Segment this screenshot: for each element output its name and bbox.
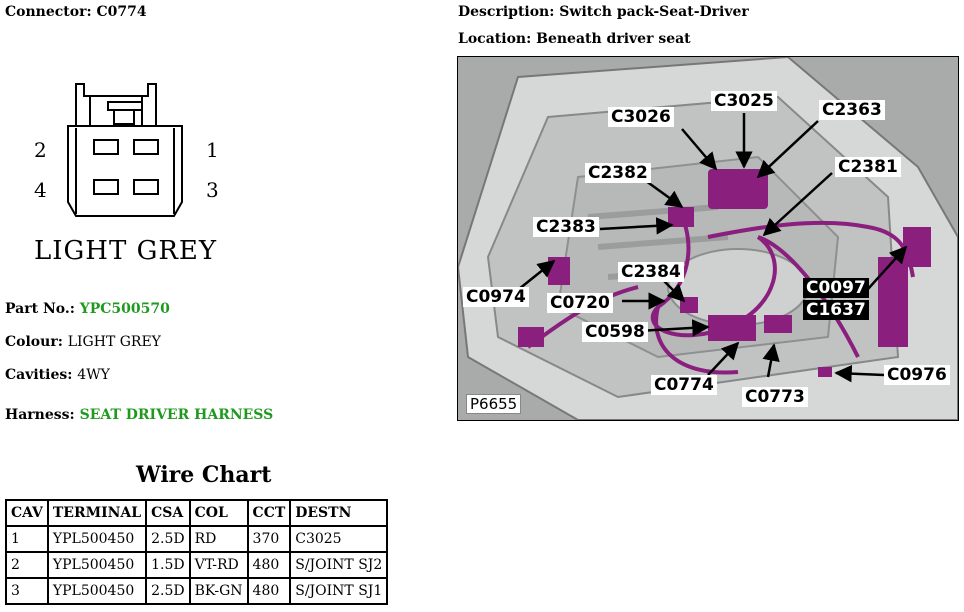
callout-c2382: C2382 [585,163,651,183]
pin-label-4: 4 [34,178,47,202]
table-cell: S/JOINT SJ2 [289,551,389,579]
description: Description: Switch pack-Seat-Driver [458,4,749,20]
table-row: 3 YPL500450 2.5D BK-GN 480 S/JOINT SJ1 [5,577,389,605]
table-cell: C3025 [289,525,389,553]
table-row: 2 YPL500450 1.5D VT-RD 480 S/JOINT SJ2 [5,551,389,579]
column-header: CCT [246,499,292,527]
location: Location: Beneath driver seat [458,31,691,47]
table-cell: 2 [5,551,49,579]
table-cell: 480 [246,577,292,605]
wire-chart-table: CAV TERMINAL CSA COL CCT DESTN 1 YPL5004… [5,499,389,605]
connector-id: Connector: C0774 [5,4,147,20]
callout-c0598: C0598 [582,322,648,342]
harness: Harness: SEAT DRIVER HARNESS [5,407,274,423]
pin-label-2: 2 [34,138,47,162]
callout-c3025: C3025 [711,91,777,111]
column-header: COL [188,499,249,527]
column-header: CSA [145,499,191,527]
photo-reference: P6655 [466,394,522,414]
colour: Colour: LIGHT GREY [5,334,161,350]
callout-c0774: C0774 [651,375,717,395]
callout-c3026: C3026 [608,107,674,127]
table-row: 1 YPL500450 2.5D RD 370 C3025 [5,525,389,553]
callout-c2384: C2384 [618,262,684,282]
pin-label-1: 1 [206,138,219,162]
column-header: CAV [5,499,49,527]
part-number: Part No.: YPC500570 [5,301,170,317]
table-cell: 370 [246,525,292,553]
table-cell: S/JOINT SJ1 [289,577,389,605]
callout-c0974: C0974 [463,287,529,307]
callout-c0976: C0976 [884,365,950,385]
column-header: TERMINAL [46,499,148,527]
table-cell: VT-RD [188,551,249,579]
table-cell: YPL500450 [46,551,148,579]
callout-c2381: C2381 [835,157,901,177]
drawing-colour-caption: LIGHT GREY [34,236,218,266]
table-cell: 3 [5,577,49,605]
callout-c0097: C0097 [803,278,869,298]
table-cell: YPL500450 [46,577,148,605]
callout-c0720: C0720 [547,293,613,313]
table-cell: YPL500450 [46,525,148,553]
table-cell: 2.5D [145,577,191,605]
table-cell: 2.5D [145,525,191,553]
callout-c0773: C0773 [742,387,808,407]
table-cell: 480 [246,551,292,579]
callout-c2363: C2363 [819,100,885,120]
column-header: DESTN [289,499,389,527]
wire-chart-title: Wire Chart [136,462,272,488]
pin-label-3: 3 [206,178,219,202]
table-cell: RD [188,525,249,553]
callout-c2383: C2383 [533,217,599,237]
table-header-row: CAV TERMINAL CSA COL CCT DESTN [5,499,389,527]
location-photo: C3026 C3025 C2363 C2382 C2381 C2383 C238… [457,56,959,421]
cavities: Cavities: 4WY [5,367,110,383]
table-cell: 1 [5,525,49,553]
table-cell: BK-GN [188,577,249,605]
connector-face-drawing: 2 1 4 3 [34,83,219,217]
table-cell: 1.5D [145,551,191,579]
callout-c1637: C1637 [803,300,869,320]
